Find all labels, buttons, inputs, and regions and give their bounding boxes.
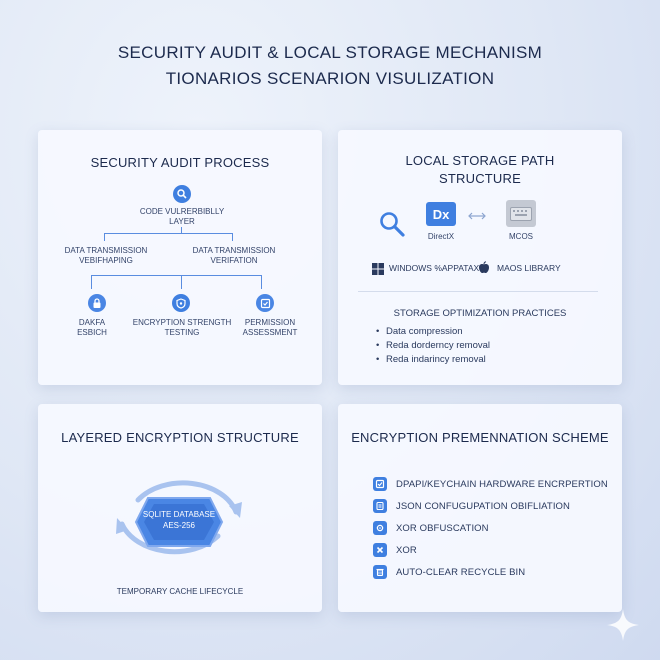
mid-left-line1: DATA TRANSMISSION <box>64 246 148 255</box>
leaf-node-1: DAKFA ESBICH <box>56 318 128 338</box>
data-transmission-left-node: DATA TRANSMISSION VEBIFHAPING <box>56 246 156 266</box>
storage-title: LOCAL STORAGE PATH STRUCTURE <box>338 152 622 188</box>
code-layer-line2: LAYER <box>169 217 195 226</box>
security-audit-title: SECURITY AUDIT PROCESS <box>90 155 270 170</box>
security-audit-card: SECURITY AUDIT PROCESS CODE VULRERBIBLLY… <box>38 130 322 385</box>
macos-label: MCOS <box>509 232 533 241</box>
scheme-item-json: JSON CONFUGUPATION OBIFLIATION <box>373 498 570 514</box>
practices-title: STORAGE OPTIMIZATION PRACTICES <box>393 308 567 319</box>
apple-icon <box>478 261 490 279</box>
leaf3-line1: PERMISSION <box>244 318 296 327</box>
connector <box>91 275 261 276</box>
connector <box>181 275 182 289</box>
sparkle-icon <box>606 608 640 647</box>
connector <box>181 227 182 233</box>
search-icon <box>173 185 191 203</box>
connector <box>232 233 233 241</box>
scheme-item-label: AUTO-CLEAR RECYCLE BIN <box>396 566 526 578</box>
leaf1-line2: ESBICH <box>77 328 107 337</box>
leaf-node-2: ENCRYPTION STRENGTH TESTING <box>131 318 233 338</box>
database-hexagon: SQLITE DATABASE AES-256 <box>134 496 224 548</box>
encryption-scheme-card: ENCRYPTION PREMENNATION SCHEME DPAPI/KEY… <box>338 404 622 612</box>
gears-icon <box>373 521 387 535</box>
scheme-item-label: DPAPI/KEYCHAIN HARDWARE ENCRPERTION <box>396 478 608 490</box>
leaf3-line2: ASSESSMENT <box>242 328 298 337</box>
hardware-key-icon <box>373 477 387 491</box>
mid-right-line1: DATA TRANSMISSION <box>192 246 276 255</box>
scheme-item-xor: XOR <box>373 542 417 558</box>
document-check-icon <box>256 294 274 312</box>
layered-encryption-card: LAYERED ENCRYPTION STRUCTURE SQLITE DATA… <box>38 404 322 612</box>
cache-lifecycle-label: TEMPORARY CACHE LIFECYCLE <box>116 587 244 596</box>
connector <box>261 275 262 289</box>
storage-divider <box>358 291 598 292</box>
database-sub-label: AES-256 <box>162 521 196 530</box>
scheme-item-hardware: DPAPI/KEYCHAIN HARDWARE ENCRPERTION <box>373 476 608 492</box>
mid-right-line2: VERIFATION <box>210 256 258 265</box>
scheme-item-xor-obfuscation: XOR OBFUSCATION <box>373 520 489 536</box>
directx-label: DirectX <box>427 232 455 241</box>
directx-logo-icon: Dx <box>426 202 456 226</box>
windows-path-label: WINDOWS %APPATAX <box>389 263 480 273</box>
leaf2-line2: TESTING <box>164 328 200 337</box>
main-title: SECURITY AUDIT & LOCAL STORAGE MECHANISM… <box>0 40 660 92</box>
connector <box>104 233 232 234</box>
cross-icon <box>373 543 387 557</box>
scheme-item-label: XOR OBFUSCATION <box>396 522 489 534</box>
main-title-line2: TIONARIOS SCENARION VISULIZATION <box>165 69 495 88</box>
data-transmission-right-node: DATA TRANSMISSION VERIFATION <box>184 246 284 266</box>
practice-item: Reda indarincy removal <box>376 354 486 365</box>
windows-icon <box>372 262 384 280</box>
leaf2-line1: ENCRYPTION STRENGTH <box>132 318 232 327</box>
scheme-item-recycle-bin: AUTO-CLEAR RECYCLE BIN <box>373 564 525 580</box>
encryption-scheme-title: ENCRYPTION PREMENNATION SCHEME <box>351 430 609 445</box>
connector <box>104 233 105 241</box>
storage-title-line2: STRUCTURE <box>439 171 521 186</box>
practice-item: Data compression <box>376 326 463 337</box>
database-label: SQLITE DATABASE <box>142 510 216 519</box>
leaf1-line1: DAKFA <box>78 318 106 327</box>
main-title-line1: SECURITY AUDIT & LOCAL STORAGE MECHANISM <box>117 43 543 62</box>
code-layer-line1: CODE VULRERBIBLLY <box>139 207 225 216</box>
practice-item: Reda dorderncy removal <box>376 340 490 351</box>
lock-icon <box>88 294 106 312</box>
connector <box>91 275 92 289</box>
mac-library-label: MAOS LIBRARY <box>497 263 561 273</box>
bidirectional-arrow-icon <box>468 208 486 226</box>
keyboard-icon <box>506 200 536 227</box>
trash-icon <box>373 565 387 579</box>
magnifier-icon <box>378 210 406 243</box>
leaf-node-3: PERMISSION ASSESSMENT <box>230 318 310 338</box>
code-layer-node: CODE VULRERBIBLLY LAYER <box>130 207 234 227</box>
scheme-item-label: XOR <box>396 544 417 556</box>
config-file-icon <box>373 499 387 513</box>
layered-encryption-title: LAYERED ENCRYPTION STRUCTURE <box>61 430 299 445</box>
mid-left-line2: VEBIFHAPING <box>79 256 133 265</box>
storage-title-line1: LOCAL STORAGE PATH <box>405 153 555 168</box>
shield-icon <box>172 294 190 312</box>
storage-card: LOCAL STORAGE PATH STRUCTURE Dx DirectX … <box>338 130 622 385</box>
scheme-item-label: JSON CONFUGUPATION OBIFLIATION <box>396 500 571 512</box>
